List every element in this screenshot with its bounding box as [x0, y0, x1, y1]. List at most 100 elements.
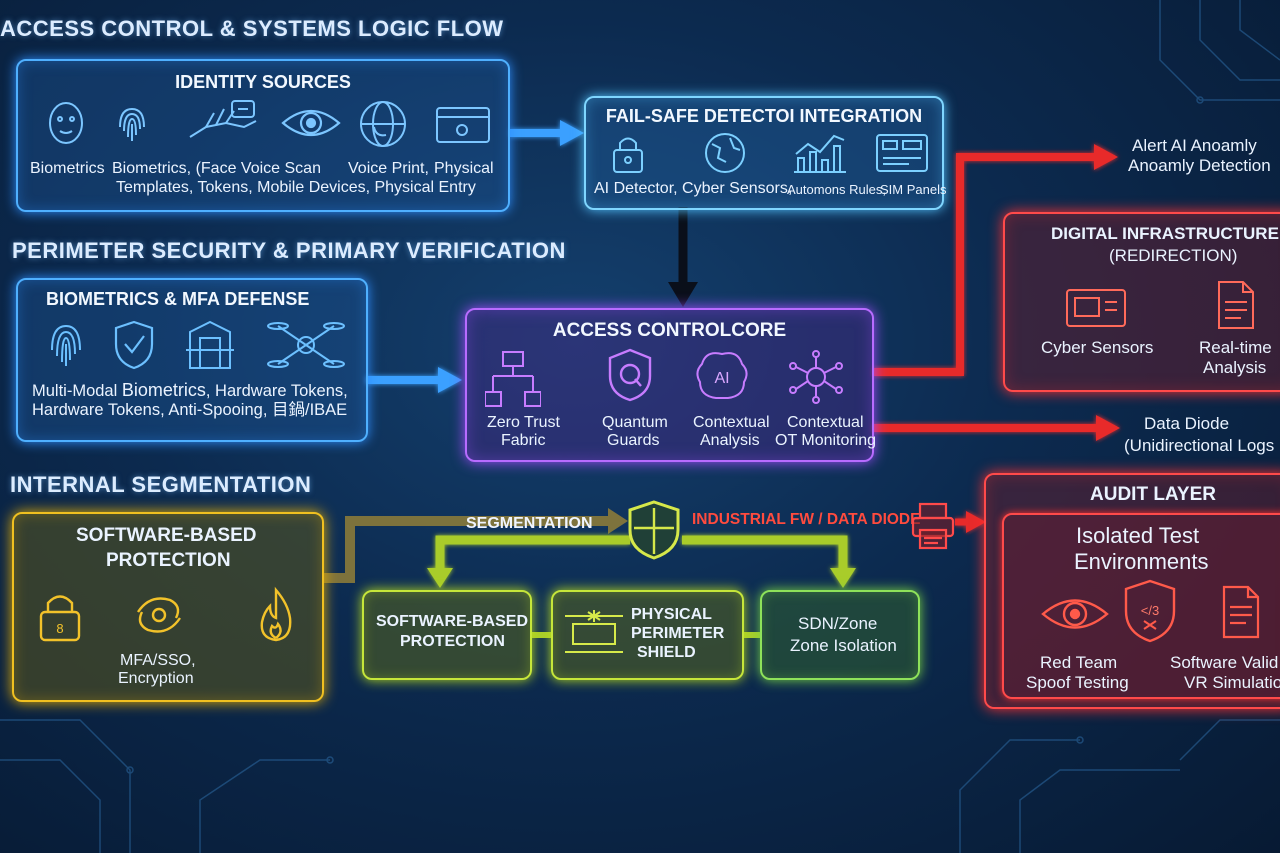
svg-text:8: 8	[56, 621, 63, 636]
alert-label-1: Alert AI Anoamly	[1132, 136, 1257, 155]
svg-text:AI: AI	[714, 370, 729, 387]
core-item-3-l1: Contextual	[693, 414, 770, 431]
access-control-core-box[interactable]: ACCESS CONTROLCORE AI Zero Trust Fabric …	[465, 308, 877, 462]
data-diode-label-1: Data Diode	[1144, 414, 1230, 433]
page-title: ACCESS CONTROL & SYSTEMS LOGIC FLOW	[0, 16, 504, 41]
arrow-to-audit	[955, 511, 986, 533]
failsafe-caption-c: SIM Panels	[880, 182, 947, 197]
core-title: ACCESS CONTROLCORE	[552, 320, 787, 341]
printer-icon	[910, 500, 956, 552]
mfa-line-1c: , Hardware Tokens,	[205, 382, 348, 400]
failsafe-title: FAIL-SAFE DETECTOI INTEGRATION	[605, 106, 923, 126]
shield-code-icon: </3	[1120, 577, 1180, 645]
globe-icon	[702, 130, 748, 176]
audit-layer-box[interactable]: AUDIT LAYER Isolated Test Environments <…	[984, 473, 1280, 709]
internal-heading: INTERNAL SEGMENTATION	[10, 472, 312, 497]
flame-icon	[254, 586, 298, 644]
isolated-sub-1: Isolated Test	[1076, 523, 1200, 548]
software-caption-2: Encryption	[118, 670, 194, 687]
digital-infrastructure-box[interactable]: DIGITAL INFRASTRUCTURE: (REDIRECTION) Cy…	[1003, 212, 1280, 392]
fingerprint-icon	[106, 97, 158, 149]
audit-item-1-l1: Red Team	[1040, 653, 1118, 672]
identity-label-line2: Templates, Tokens, Mobile Devices, Physi…	[116, 179, 476, 196]
arrow-core-to-alert	[873, 144, 1118, 376]
mfa-line-1: Multi-Modal Biometrics, Hardware Tokens,	[32, 381, 348, 401]
digital-item-1: Cyber Sensors	[1041, 338, 1154, 357]
failsafe-box[interactable]: FAIL-SAFE DETECTOI INTEGRATION AI Detect…	[584, 96, 947, 210]
document-icon	[1213, 278, 1259, 332]
identity-label-3: Voice Print,	[348, 160, 429, 177]
arrow-failsafe-to-core	[668, 207, 698, 307]
software-caption-1: MFA/SSO,	[120, 652, 196, 669]
ai-brain-icon: AI	[692, 348, 752, 404]
digital-item-2-l1: Real-time	[1199, 338, 1272, 357]
card-reader-icon	[434, 105, 492, 145]
software-title-2: PROTECTION	[106, 550, 231, 571]
mfa-line-1a: Multi-Modal	[32, 382, 122, 400]
arrow-to-sw-small	[427, 535, 630, 588]
digital-title-1: DIGITAL INFRASTRUCTURE:	[1051, 224, 1280, 243]
core-item-4-l2: OT Monitoring	[775, 432, 877, 449]
audit-item-2-l2: VR Simulatio	[1184, 673, 1280, 692]
alert-label-2: Anoamly Detection	[1128, 156, 1271, 175]
fingerprint-icon	[42, 316, 90, 372]
control-panel-icon	[874, 132, 930, 174]
face-icon	[40, 97, 92, 149]
hub-icon	[785, 348, 847, 406]
hand-scan-icon	[186, 97, 266, 149]
door-icon	[182, 318, 238, 372]
digital-title-2: (REDIRECTION)	[1109, 246, 1238, 265]
barrier-icon	[561, 608, 627, 660]
chart-icon	[790, 130, 848, 176]
isolated-test-box: Isolated Test Environments </3 Red Team …	[1002, 513, 1280, 699]
network-icon	[485, 348, 541, 410]
segmentation-shield-icon	[624, 498, 684, 562]
identity-sources-title: IDENTITY SOURCES	[175, 72, 351, 92]
physical-l3: SHIELD	[637, 644, 696, 661]
arrow-to-sdn	[682, 535, 856, 588]
industrial-fw-label: INDUSTRIAL FW / DATA DIODE	[692, 511, 921, 528]
perimeter-heading: PERIMETER SECURITY & PRIMARY VERIFICATIO…	[12, 238, 566, 263]
core-item-1-l1: Zero Trust	[487, 414, 560, 431]
mfa-line-2: Hardware Tokens, Anti-Spooing, 目鍋/IBAE	[32, 401, 348, 419]
arrow-core-to-diode	[873, 415, 1120, 441]
sdn-l1: SDN/Zone	[798, 614, 878, 633]
software-title-1: SOFTWARE-BASED	[76, 525, 257, 546]
arrow-segmentation	[322, 508, 628, 583]
arrow-identity-to-failsafe	[510, 120, 584, 146]
identity-label-1: Biometrics	[30, 160, 105, 177]
voice-globe-icon	[356, 97, 410, 151]
identity-sources-box[interactable]: IDENTITY SOURCES Biometrics Biometrics, …	[16, 59, 510, 212]
digital-item-2-l2: Analysis	[1203, 358, 1267, 377]
identity-label-4: Physical	[434, 160, 494, 177]
eye-icon	[280, 101, 342, 145]
eye-icon	[1040, 591, 1110, 637]
core-item-2-l2: Guards	[607, 432, 660, 449]
mfa-defense-box[interactable]: BIOMETRICS & MFA DEFENSE Multi-Modal Bio…	[16, 278, 368, 442]
audit-title: AUDIT LAYER	[1090, 484, 1216, 505]
failsafe-caption-a: AI Detector, Cyber Sensors,	[594, 180, 793, 197]
physical-l1: PHYSICAL	[631, 606, 712, 623]
software-small-box[interactable]: SOFTWARE-BASED PROTECTION	[362, 590, 532, 680]
failsafe-caption-b: Automons Rules,	[787, 182, 886, 197]
isolated-sub-2: Environments	[1074, 549, 1209, 574]
mfa-line-1b: Biometrics	[121, 380, 206, 400]
audit-item-1-l2: Spoof Testing	[1026, 673, 1129, 692]
arrow-mfa-to-core	[366, 367, 462, 393]
core-item-3-l2: Analysis	[700, 432, 760, 449]
core-item-4-l1: Contextual	[787, 414, 864, 431]
document-icon	[1218, 583, 1264, 641]
svg-text:</3: </3	[1141, 603, 1159, 618]
physical-l2: PERIMETER	[631, 625, 725, 642]
padlock-icon: 8	[36, 590, 84, 644]
sdn-l2: Zone Isolation	[790, 636, 897, 655]
lock-icon	[608, 132, 648, 174]
physical-perimeter-box[interactable]: PHYSICAL PERIMETER SHIELD	[551, 590, 744, 680]
quantum-shield-icon	[605, 346, 655, 404]
data-diode-label-2: (Unidirectional Logs	[1124, 436, 1275, 455]
software-based-protection-box[interactable]: SOFTWARE-BASED PROTECTION 8 MFA/SSO, Enc…	[12, 512, 324, 702]
drone-icon	[266, 318, 346, 372]
core-item-2-l1: Quantum	[602, 414, 668, 431]
sdn-zone-box[interactable]: SDN/Zone Zone Isolation	[760, 590, 920, 680]
